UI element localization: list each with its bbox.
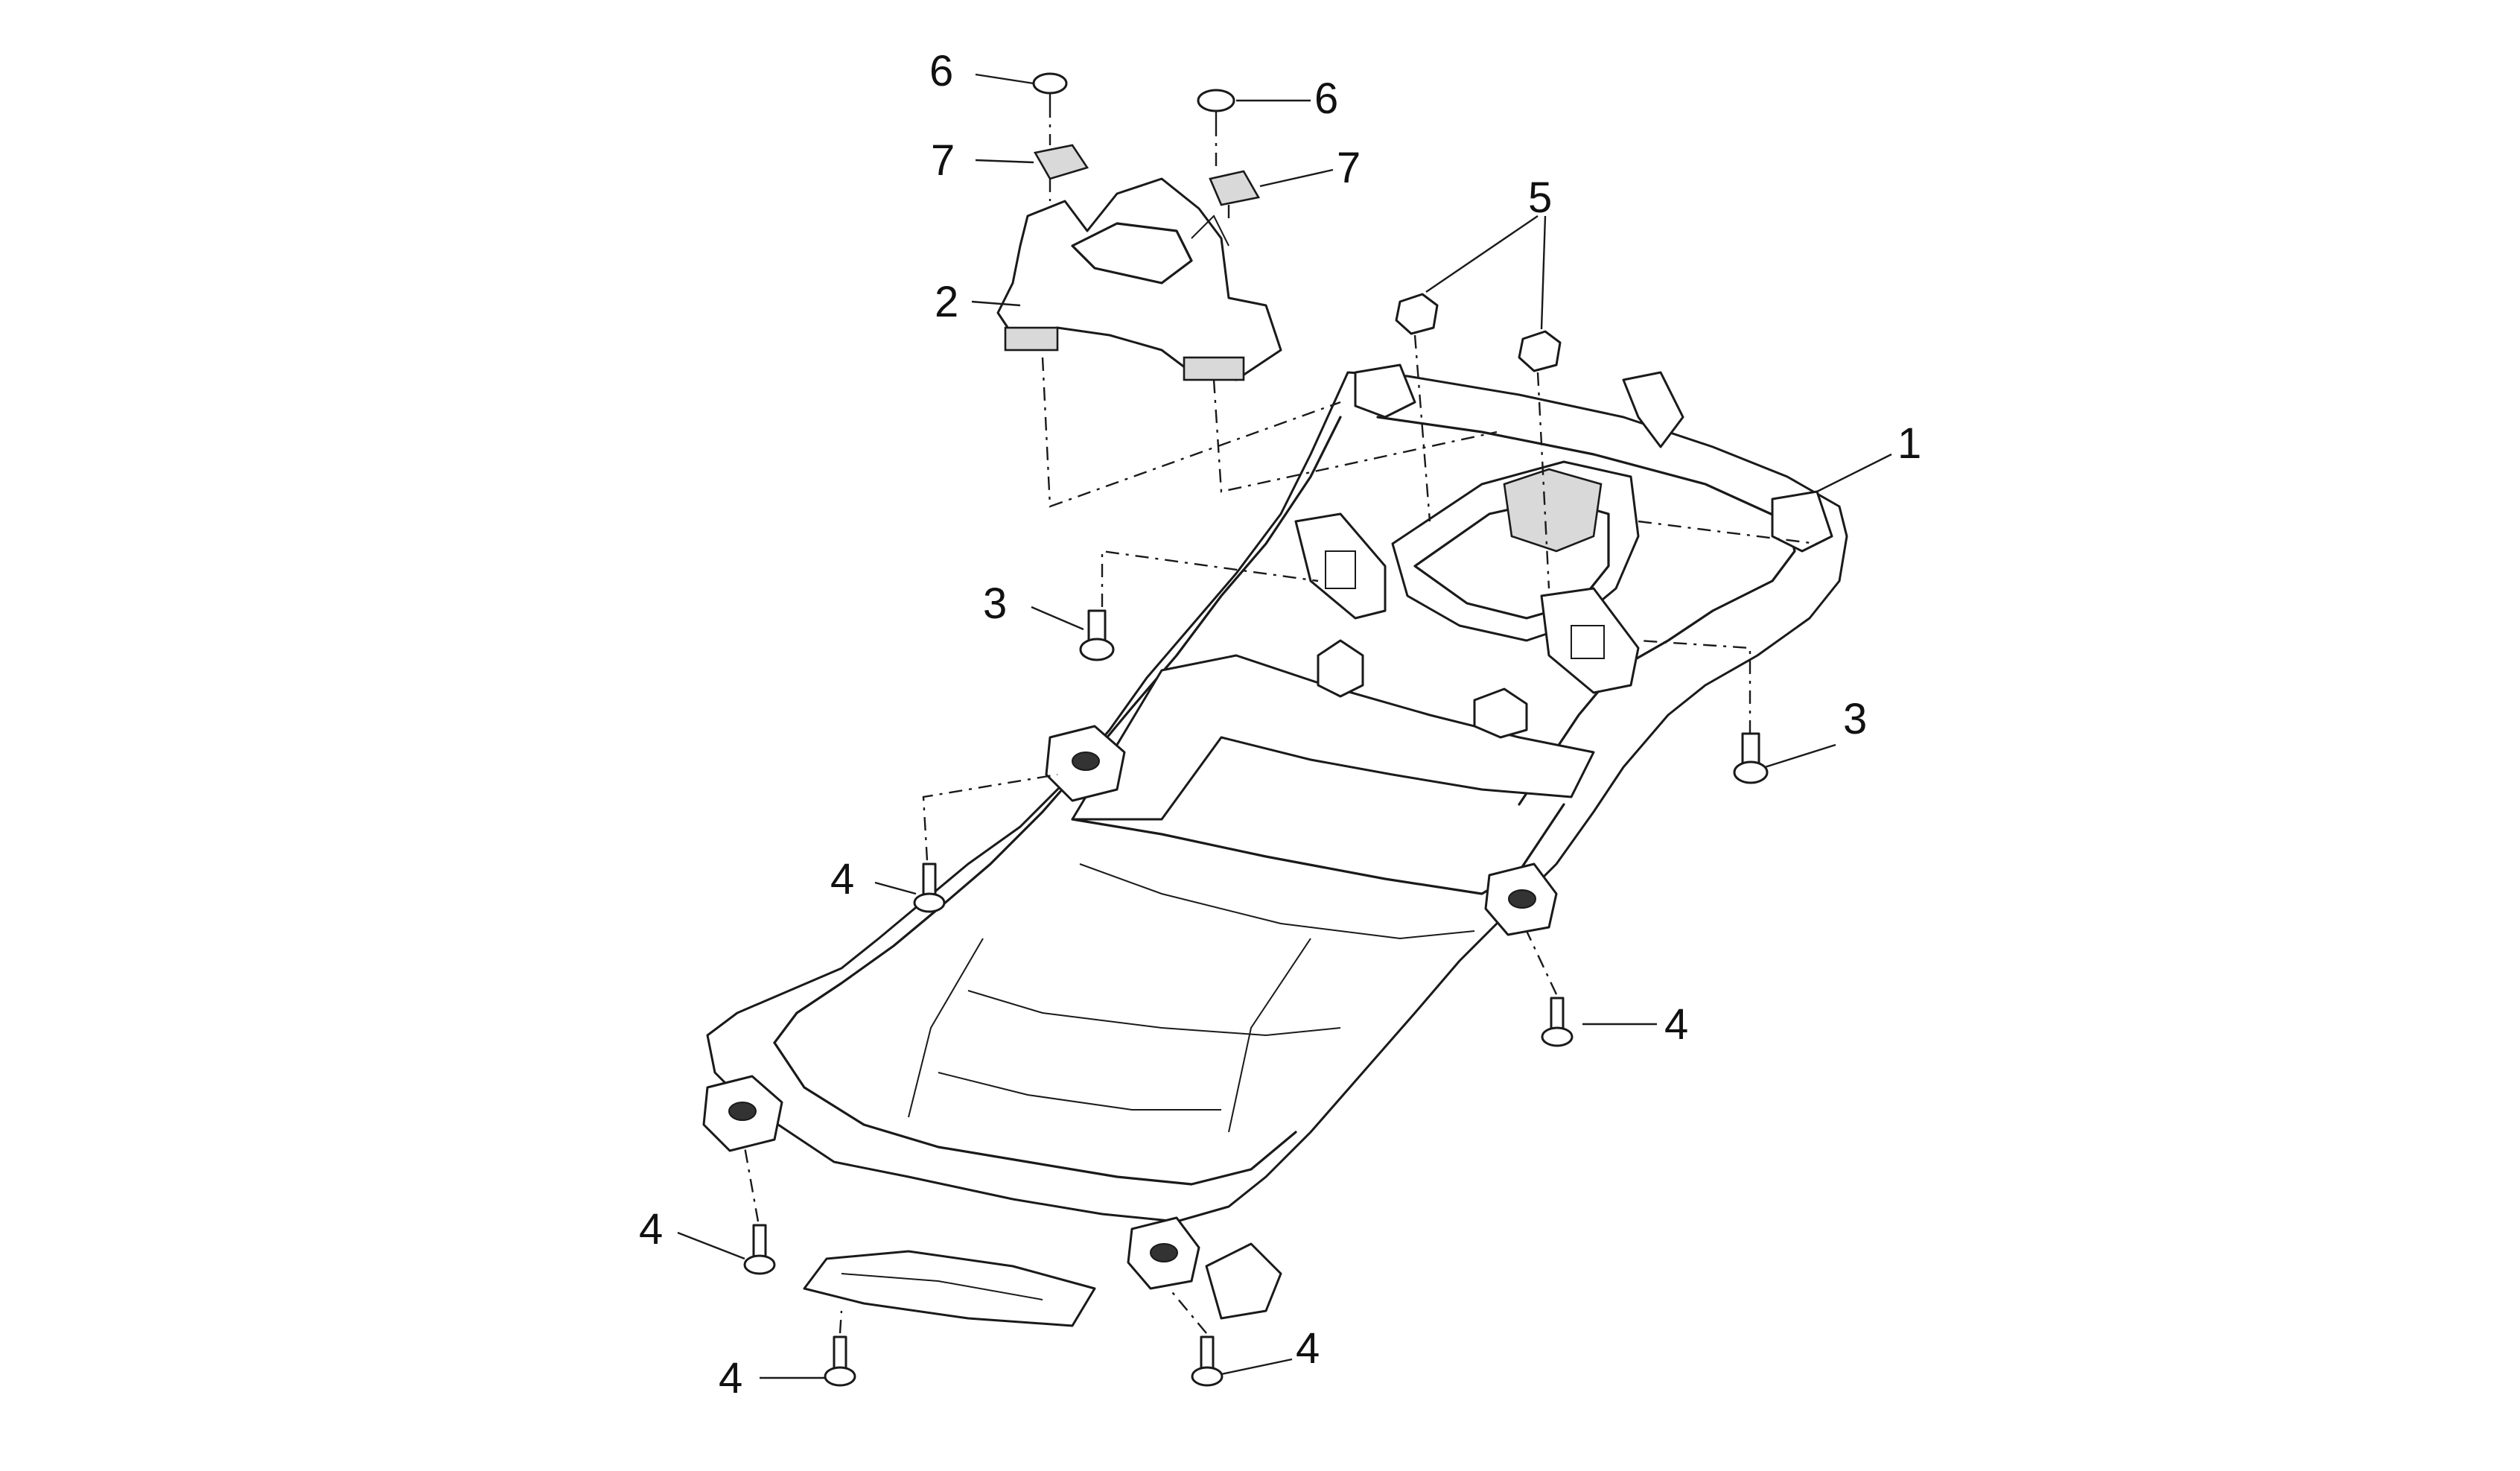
bracket-foot-right <box>1183 356 1245 381</box>
callout-7-right: 7 <box>1337 144 1361 192</box>
callout-4-right: 4 <box>1664 1000 1688 1049</box>
seat-latch <box>1503 468 1603 553</box>
callout-3-right: 3 <box>1843 695 1867 743</box>
front-clip <box>1317 639 1364 698</box>
clip-part-7-right <box>1209 170 1261 206</box>
cap-part-6-right <box>1197 89 1235 123</box>
cavity-floor-line-4 <box>908 938 984 1118</box>
callout-7-left: 7 <box>931 136 955 185</box>
center-clip <box>1473 687 1528 739</box>
screw-part-4-c <box>743 1224 776 1275</box>
callout-4-bottom-left: 4 <box>719 1354 742 1402</box>
nut-part-5-left <box>1395 293 1439 335</box>
assembly-guides <box>743 104 1818 1334</box>
tray-cavity <box>1071 654 1595 821</box>
bracket-foot-left <box>1004 326 1059 352</box>
screw-part-3-left <box>1079 609 1115 661</box>
rear-hump <box>1205 1242 1282 1320</box>
cap-part-6-left <box>1032 72 1068 104</box>
side-tab-left <box>1294 512 1387 620</box>
callout-4-bottom-right: 4 <box>1296 1324 1320 1373</box>
screw-part-4-e <box>1191 1335 1224 1387</box>
cavity-floor-line-2 <box>967 990 1341 1037</box>
battery-bracket-part-2 <box>996 177 1282 381</box>
screw-part-4-b <box>1541 997 1574 1047</box>
bracket-top-face <box>1071 222 1193 285</box>
callout-3-left: 3 <box>983 579 1007 628</box>
side-tab-right <box>1540 587 1640 694</box>
callout-6-left: 6 <box>929 47 953 95</box>
side-tab-right-slot <box>1571 625 1605 659</box>
tray-outer-shell <box>706 371 1848 1223</box>
latch-tab <box>1622 371 1684 448</box>
callout-6-right: 6 <box>1314 74 1338 123</box>
callout-5: 5 <box>1528 174 1552 222</box>
callout-4-lower-left: 4 <box>639 1205 663 1254</box>
clip-part-7-left <box>1033 144 1089 180</box>
undertray-part-1 <box>702 363 1848 1327</box>
side-tab-left-slot <box>1325 550 1356 589</box>
front-lip-rib <box>841 1273 1043 1300</box>
callout-1: 1 <box>1897 419 1921 468</box>
mount-boss-lower-left <box>702 1075 783 1152</box>
callout-labels: 1 2 3 3 4 4 4 4 4 5 6 6 7 7 <box>639 47 1921 1402</box>
rear-clip-1 <box>1354 363 1416 419</box>
screw-part-4-a <box>913 862 946 913</box>
bracket-notch <box>1191 215 1229 247</box>
tray-inner-rim <box>1376 416 1796 806</box>
screw-part-3-right <box>1733 732 1769 784</box>
cavity-floor-line-5 <box>1228 938 1311 1133</box>
callout-2: 2 <box>935 278 958 326</box>
mount-boss-upper-left <box>1045 725 1126 802</box>
screw-part-4-d <box>824 1335 856 1387</box>
mount-boss-lower-right <box>1127 1216 1200 1290</box>
callout-4-upper-left: 4 <box>830 855 854 903</box>
tray-floor-edge <box>773 1041 1297 1186</box>
cavity-floor-line-1 <box>1079 863 1475 940</box>
front-lip <box>803 1250 1096 1327</box>
mount-boss-right <box>1484 862 1558 936</box>
cavity-floor-line-3 <box>938 1072 1221 1111</box>
nut-part-5-right <box>1518 330 1562 372</box>
leader-lines <box>677 73 1892 1379</box>
